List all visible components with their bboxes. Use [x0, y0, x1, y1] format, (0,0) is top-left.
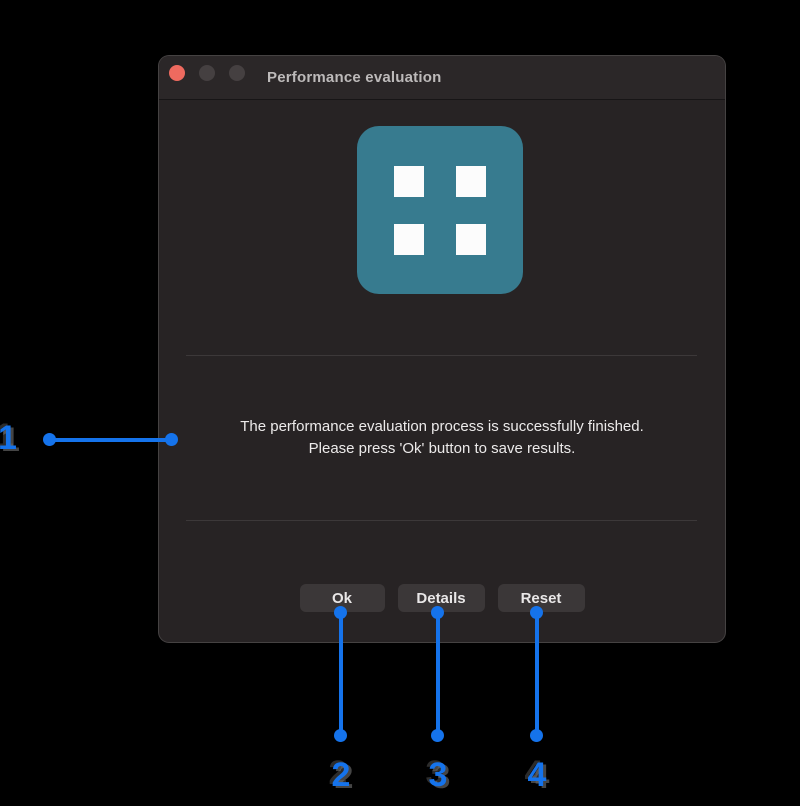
annotation-number-1: 1: [0, 419, 17, 457]
annotation-dot: [334, 729, 347, 742]
dialog-window: Performance evaluation The performance e…: [158, 55, 726, 643]
window-title: Performance evaluation: [267, 69, 442, 86]
message-line-1: The performance evaluation process is su…: [240, 418, 644, 435]
zoom-button[interactable]: [229, 65, 245, 81]
close-button[interactable]: [169, 65, 185, 81]
titlebar: Performance evaluation: [159, 56, 725, 100]
divider-bottom: [186, 520, 697, 521]
annotation-line-2: [339, 610, 343, 736]
annotation-dot: [530, 606, 543, 619]
annotation-line-3: [436, 610, 440, 736]
message-line-2: Please press 'Ok' button to save results…: [308, 440, 576, 457]
annotation-number-3: 3: [428, 756, 448, 794]
grid-icon-square: [394, 223, 424, 255]
reset-button[interactable]: Reset: [497, 584, 585, 612]
annotation-number-2: 2: [331, 756, 351, 794]
grid-icon-square: [456, 223, 486, 255]
annotation-dot: [43, 433, 56, 446]
annotation-number-4: 4: [527, 756, 547, 794]
annotation-dot: [530, 729, 543, 742]
annotation-line-1: [49, 438, 172, 442]
annotation-line-4: [535, 610, 539, 736]
message-area: The performance evaluation process is su…: [159, 356, 725, 520]
annotation-dot: [431, 729, 444, 742]
annotation-dot: [431, 606, 444, 619]
minimize-button[interactable]: [199, 65, 215, 81]
annotation-dot: [165, 433, 178, 446]
grid-icon-square: [456, 165, 486, 197]
grid-app-icon: [357, 126, 523, 294]
annotation-dot: [334, 606, 347, 619]
grid-icon-square: [394, 165, 424, 197]
divider-top: [186, 355, 697, 356]
